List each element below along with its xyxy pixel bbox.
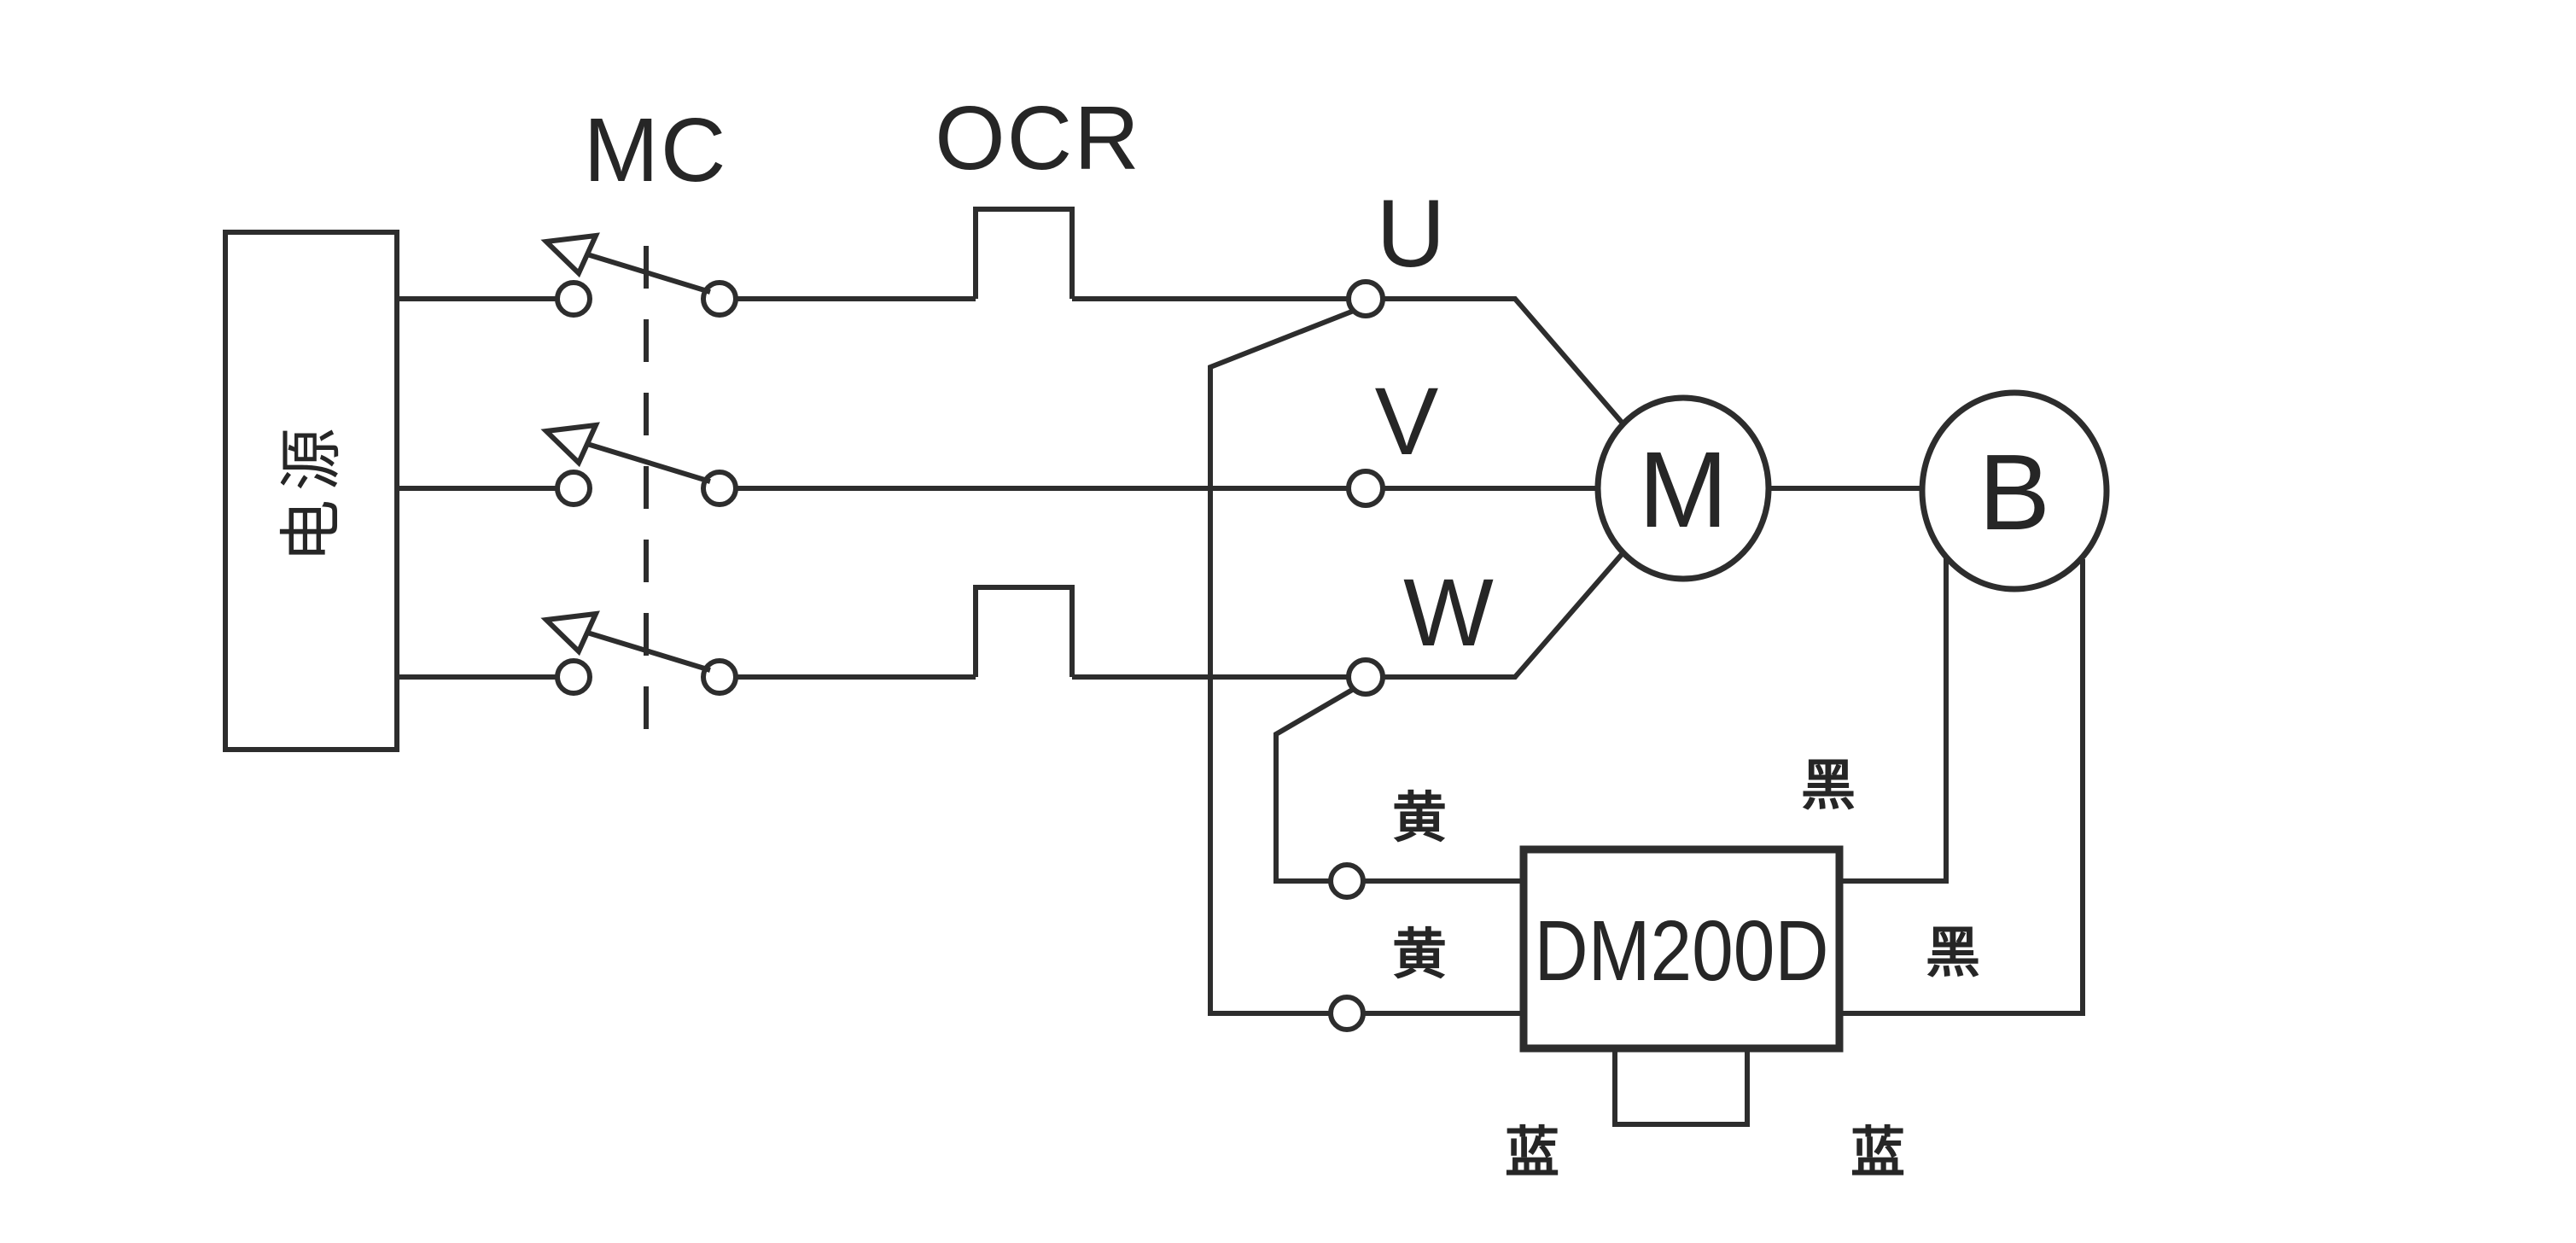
phase-w-label: W — [1403, 559, 1494, 666]
contact-arrow-icon — [540, 422, 600, 468]
ocr-heater-symbol-l1 — [973, 207, 1075, 299]
contact-terminal — [555, 658, 592, 696]
contact-terminal — [555, 470, 592, 507]
contact-terminal — [701, 470, 738, 507]
power-source: 电源 — [223, 230, 399, 752]
power-source-label: 电源 — [276, 419, 347, 563]
wire-brake-black-lower — [1842, 559, 2085, 1016]
black-upper-label: 黑 — [1801, 755, 1856, 816]
yellow-lower-label: 黄 — [1392, 924, 1447, 985]
wire-u-to-motor — [1383, 296, 1626, 426]
terminal-v — [1346, 469, 1385, 508]
rectifier-module: DM200D — [1519, 845, 1844, 1127]
blue-right-label: 蓝 — [1850, 1122, 1905, 1183]
contact-terminal — [555, 280, 592, 318]
contactor-label: MC — [584, 100, 728, 201]
contact-terminal — [701, 280, 738, 318]
brake-circle — [1919, 389, 2110, 592]
ocr-heater-symbol-l3 — [973, 585, 1075, 677]
motor-terminals: U V W — [1346, 180, 1494, 697]
terminal-to-motor-wires — [1383, 296, 1626, 680]
phase-u-label: U — [1377, 180, 1446, 287]
power-source-box — [223, 230, 399, 752]
wire-w-to-motor — [1383, 551, 1626, 680]
contact-arrow-icon — [540, 610, 600, 657]
brake-label: B — [1979, 432, 2050, 552]
blue-left-label: 蓝 — [1505, 1122, 1559, 1183]
rectifier-label: DM200D — [1535, 903, 1829, 999]
ocr-overload-relay: OCR — [736, 88, 1349, 680]
overload-relay-label: OCR — [935, 88, 1141, 189]
contact-arm — [586, 252, 711, 295]
mc-contactor: MC — [397, 100, 738, 732]
motor: M — [1594, 394, 1772, 582]
rectifier-terminal-upper — [1328, 862, 1366, 900]
phase-v-label: V — [1375, 368, 1439, 475]
black-lower-label: 黑 — [1926, 922, 1980, 983]
contactor-pole-3 — [397, 610, 738, 696]
contactor-pole-1 — [397, 232, 738, 318]
rectifier-box — [1519, 845, 1844, 1053]
rectifier-input-wires — [1208, 308, 1524, 1032]
rectifier-blue-jumper-tab — [1612, 1052, 1750, 1127]
yellow-upper-label: 黄 — [1392, 787, 1447, 849]
wire-brake-black-upper — [1842, 557, 1949, 884]
rectifier-terminal-lower — [1328, 995, 1366, 1032]
contact-arrow-icon — [540, 232, 600, 278]
contactor-pole-2 — [397, 422, 738, 507]
motor-label: M — [1639, 429, 1728, 550]
wire-color-labels: 黄 黄 黑 黑 蓝 蓝 — [1392, 755, 1980, 1183]
wire-w-to-rectifier-yellow-upper — [1273, 686, 1355, 884]
brake: B — [1769, 389, 2110, 1016]
contact-arm — [586, 630, 711, 673]
wire-u-to-rectifier-yellow-lower — [1208, 308, 1355, 1016]
contact-arm — [586, 441, 711, 484]
contact-terminal — [701, 658, 738, 696]
